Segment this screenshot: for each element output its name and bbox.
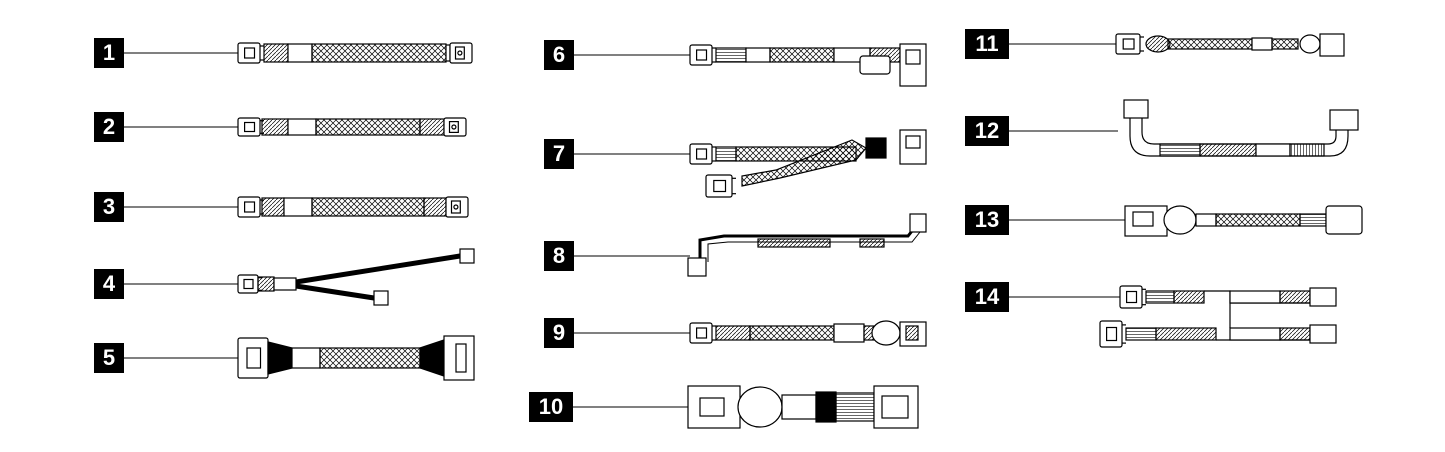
- cable-12: [1123, 99, 1359, 157]
- callout-8: 8: [544, 241, 574, 271]
- cable-10: [687, 385, 919, 429]
- cable-14: [1099, 285, 1337, 348]
- callout-2: 2: [94, 112, 124, 142]
- callout-13: 13: [965, 205, 1009, 235]
- callout-12: 12: [965, 116, 1009, 146]
- cable-2: [237, 117, 467, 137]
- cable-4: [237, 248, 475, 306]
- callout-1: 1: [94, 38, 124, 68]
- cable-5: [237, 335, 475, 381]
- callout-6: 6: [544, 40, 574, 70]
- cable-3: [237, 196, 469, 218]
- cable-11: [1115, 33, 1345, 57]
- callout-9: 9: [544, 318, 574, 348]
- callout-4: 4: [94, 269, 124, 299]
- cable-9: [689, 320, 927, 347]
- cable-1: [237, 42, 473, 64]
- callout-11: 11: [965, 29, 1009, 59]
- callout-3: 3: [94, 192, 124, 222]
- cable-8: [687, 213, 927, 277]
- callout-7: 7: [544, 139, 574, 169]
- cable-6: [689, 43, 927, 87]
- callout-5: 5: [94, 343, 124, 373]
- callout-14: 14: [965, 282, 1009, 312]
- cable-13: [1124, 205, 1363, 237]
- callout-10: 10: [529, 392, 573, 422]
- cable-7: [689, 129, 927, 198]
